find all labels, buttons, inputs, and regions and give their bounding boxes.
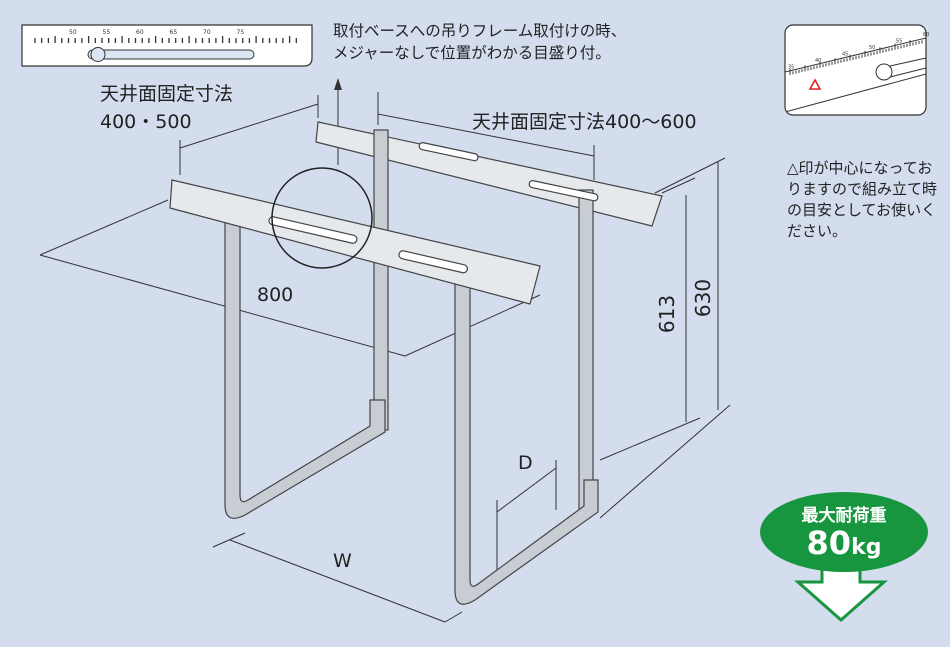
inner-height-dimension: 613 <box>655 294 680 334</box>
center-triangle-icon <box>808 78 822 90</box>
scale-inset <box>784 24 927 116</box>
hanger-frames <box>169 121 663 605</box>
ruler-label: 55 <box>103 29 111 36</box>
inset-scale-label: 35 <box>788 64 794 70</box>
inset-scale-label: 45 <box>842 52 848 58</box>
inset-scale-label: 55 <box>896 39 902 45</box>
outer-height-dimension: 630 <box>691 278 716 318</box>
inset-caption: △印が中心になっておりますので組み立て時の目安としてお使いください。 <box>787 159 938 240</box>
inset-scale-label: 50 <box>869 45 875 51</box>
inset-scale-label: 60 <box>923 32 929 38</box>
load-unit: kg <box>851 535 882 560</box>
scale-note: 取付ベースへの吊りフレーム取付けの時、メジャーなしで位置がわかる目盛り付。 <box>333 20 626 64</box>
ceiling-label: 天井面固定寸法 <box>100 83 234 105</box>
ruler-label: 70 <box>203 29 211 36</box>
max-load-badge: 最大耐荷重 80kg <box>760 492 928 572</box>
note-line-2: メジャーなしで位置がわかる目盛り付。 <box>333 44 611 62</box>
max-load-label: 最大耐荷重 <box>801 506 887 526</box>
ruler-label: 60 <box>136 29 144 36</box>
depth-dimension: D <box>518 452 533 474</box>
detail-circle <box>271 167 373 269</box>
ruler-label: 50 <box>69 29 77 36</box>
dimension-lines <box>39 84 731 623</box>
ceiling-value: 400・500 <box>100 111 192 133</box>
back-ceiling-dimension: 天井面固定寸法400～600 <box>472 111 697 133</box>
length-dimension: 800 <box>257 284 294 306</box>
max-load-value: 80kg <box>760 526 928 565</box>
inset-scale-label: 40 <box>815 58 821 64</box>
front-ceiling-dimension: 天井面固定寸法 400・500 <box>100 80 233 136</box>
down-arrow-icon <box>794 563 888 623</box>
ruler-illustration <box>21 24 313 67</box>
note-line-1: 取付ベースへの吊りフレーム取付けの時、 <box>333 22 627 40</box>
load-number: 80 <box>806 524 852 562</box>
width-dimension: W <box>333 550 352 572</box>
ruler-label: 75 <box>237 29 245 36</box>
ruler-label: 65 <box>170 29 178 36</box>
